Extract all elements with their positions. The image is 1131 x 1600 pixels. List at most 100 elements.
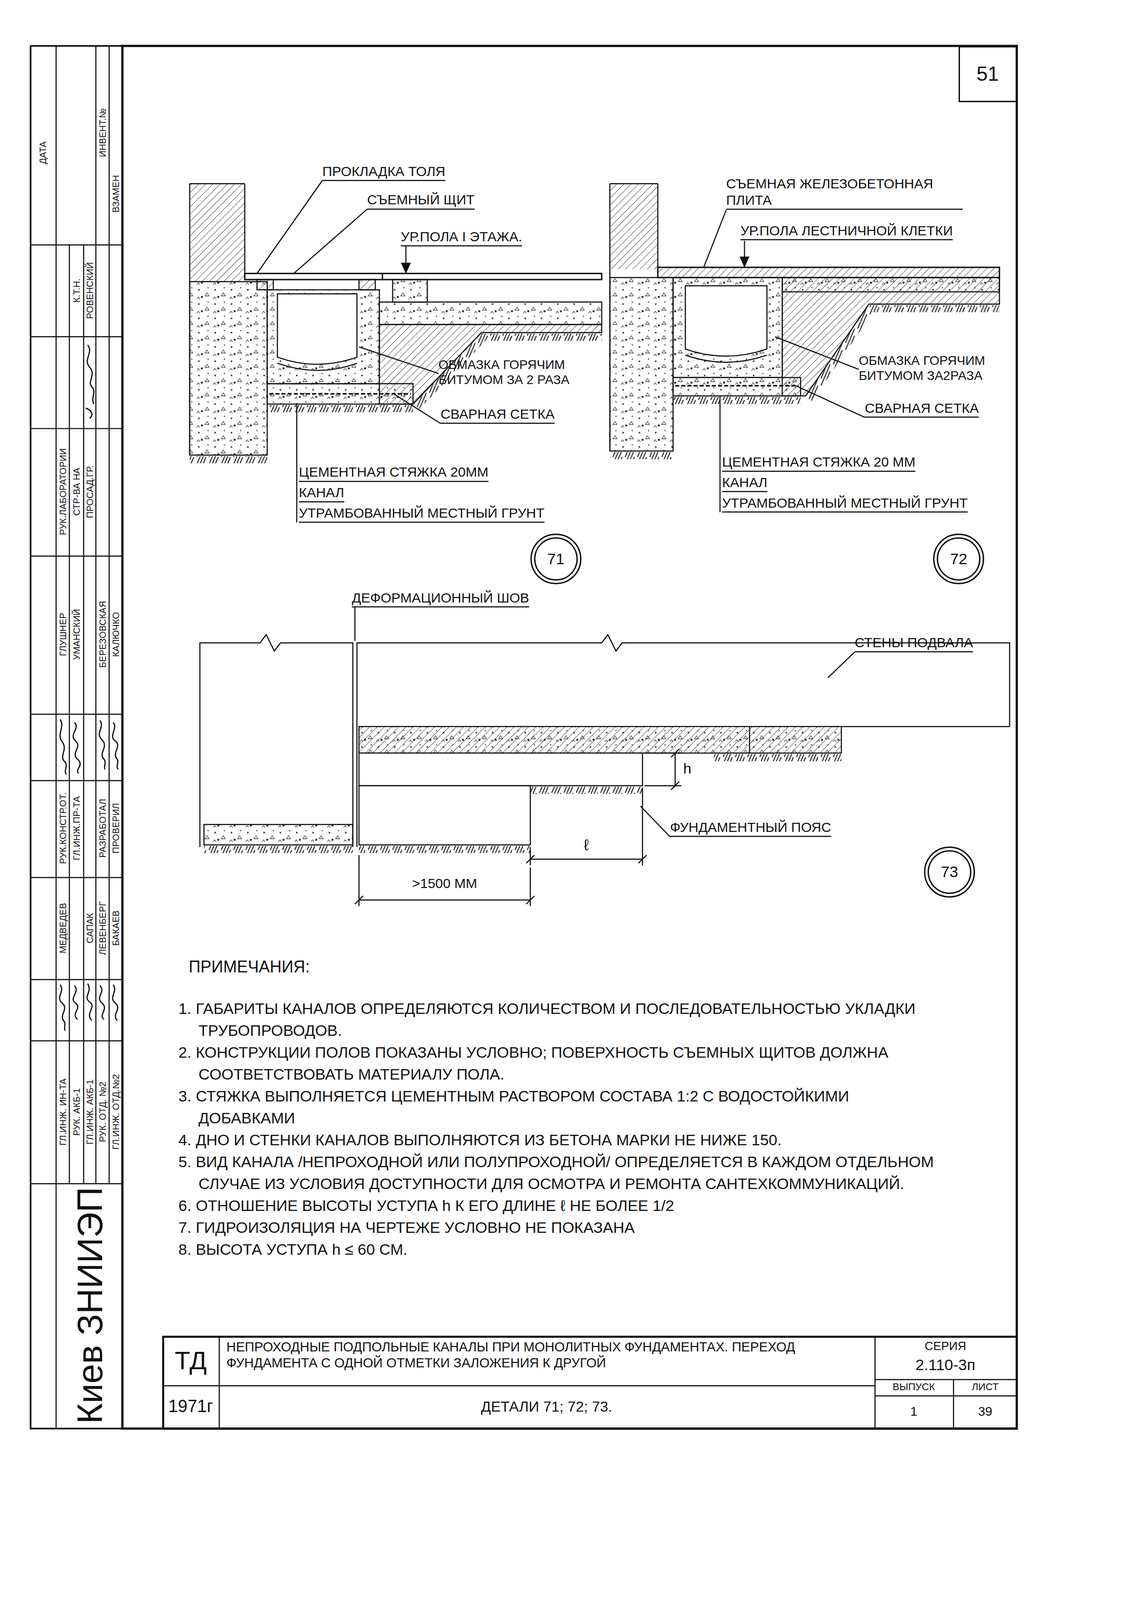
callout-label: ОБМАЗКА ГОРЯЧИМ БИТУМОМ ЗА2РАЗА	[858, 352, 1002, 384]
floor-base	[782, 277, 1000, 292]
label-underline	[440, 422, 555, 425]
node-text: 71	[547, 550, 565, 568]
node-text: 73	[940, 863, 959, 881]
label-underline	[298, 480, 489, 483]
callout-label: ℓ	[583, 835, 589, 854]
stamp-text: КАЛЮЧКО	[110, 612, 122, 657]
channel-cavity	[685, 285, 768, 356]
side-stamp-frame	[30, 46, 123, 1429]
note: 6. ОТНОШЕНИЕ ВЫСОТЫ УСТУПА h К ЕГО ДЛИНЕ…	[178, 1194, 936, 1217]
callout-label: СВАРНАЯ СЕТКА	[440, 405, 555, 423]
stamp-text: РАЗРАБОТАЛ	[97, 798, 109, 858]
label-underline	[854, 651, 974, 653]
label-underline	[726, 208, 963, 210]
label-underline	[721, 491, 768, 493]
detail-72	[609, 183, 1000, 513]
stamp-text: ПРОВЕРИЛ	[110, 803, 122, 854]
callout-label: СВАРНАЯ СЕТКА	[864, 399, 979, 417]
stamp-text: К.Т.Н.	[71, 278, 83, 303]
detail-callout-circle: 72	[933, 533, 985, 585]
brick-wall	[609, 183, 658, 270]
channel-cavity	[277, 293, 357, 364]
stamp-text: ПРОСАД.ГР.	[84, 465, 96, 519]
signature	[59, 983, 118, 1031]
foundation-concrete	[609, 277, 674, 452]
callout-label: >1500 ММ	[412, 875, 478, 892]
title-block-text: ДЕТАЛИ 71; 72; 73.	[481, 1397, 613, 1416]
title-block-text: 2.110-3п	[915, 1355, 976, 1375]
callout-label: h	[683, 759, 692, 778]
foundation-belt	[358, 726, 842, 753]
footing-step	[358, 785, 531, 846]
welded-mesh	[269, 393, 411, 395]
label-underline	[367, 208, 475, 210]
foundation-belt	[358, 726, 842, 753]
label-underline	[669, 835, 831, 837]
callout-label: УТРАМБОВАННЫЙ МЕСТНЫЙ ГРУНТ	[721, 494, 968, 512]
removable-panel	[244, 273, 383, 280]
label-underline	[298, 501, 345, 503]
stamp-text: БЕРЕЗОВСКАЯ	[97, 601, 109, 669]
stamp-text: УМАНСКИЙ	[71, 608, 83, 660]
level-arrow	[743, 240, 745, 260]
brick-wall	[189, 183, 245, 282]
wall-outline	[199, 634, 353, 847]
note: 7. ГИДРОИЗОЛЯЦИЯ НА ЧЕРТЕЖЕ УСЛОВНО НЕ П…	[178, 1216, 936, 1239]
stamp-text: ГЛ.ИНЖ. АКБ-1	[84, 1079, 96, 1145]
callout-label: ОБМАЗКА ГОРЯЧИМ БИТУМОМ ЗА 2 РАЗА	[438, 357, 597, 388]
stamp-text: РОВЕНСКИЙ	[84, 262, 96, 319]
callout-label: ЦЕМЕНТНАЯ СТЯЖКА 20ММ	[298, 463, 489, 481]
channel-base-slab	[673, 377, 801, 396]
institute-name: Киев ЗНИИЭП	[68, 1187, 111, 1425]
soil-hatch	[267, 404, 414, 413]
label-underline	[352, 606, 530, 608]
stamp-text: ЛЕВЕНБЕРГ	[97, 901, 109, 955]
panel-pad	[257, 279, 274, 290]
callout-label: СЪЕМНАЯ ЖЕЛЕЗОБЕТОННАЯ ПЛИТА	[726, 175, 963, 209]
floor-finish	[382, 273, 602, 280]
stamp-text: СТР-ВА НА	[71, 467, 83, 516]
stamp-text: ВЗАМЕН	[110, 175, 122, 213]
soil-hatch	[609, 451, 674, 460]
soil-hatch	[805, 305, 1000, 401]
title-block-text: СЕРИЯ	[924, 1338, 967, 1354]
channel-screed	[685, 355, 768, 363]
stamp-text: БАКАЕВ	[110, 910, 122, 946]
detail-73	[199, 607, 1010, 907]
sheet-frame	[122, 46, 1017, 1429]
wall-outline	[189, 183, 245, 456]
basement-wall	[357, 634, 1010, 847]
level-arrowhead	[740, 257, 749, 267]
note: 8. ВЫСОТА УСТУПА h ≤ 60 СМ.	[178, 1238, 936, 1261]
stamp-text: ГЛ.ИНЖ. ИН-ТА	[57, 1078, 69, 1146]
callout-label: СЪЕМНЫЙ ЩИТ	[367, 191, 475, 208]
title-block-grid	[163, 1336, 1017, 1429]
soil-hatch	[530, 786, 643, 794]
dimension-line	[644, 748, 682, 790]
channel-body	[267, 289, 380, 384]
footing-step	[358, 752, 643, 786]
title-block-text: 1971г	[168, 1395, 213, 1417]
dimension-line	[354, 855, 535, 907]
leader-line	[354, 607, 855, 837]
welded-mesh	[674, 384, 799, 387]
callout-label: ПРОКЛАДКА ТОЛЯ	[322, 163, 446, 180]
side-stamp-grid	[30, 46, 123, 1429]
detail-callout-circle: 71	[530, 533, 582, 585]
note: 2. КОНСТРУКЦИИ ПОЛОВ ПОКАЗАНЫ УСЛОВНО; П…	[178, 1041, 936, 1085]
label-underline	[721, 470, 916, 473]
notes-block: 1. ГАБАРИТЫ КАНАЛОВ ОПРЕДЕЛЯЮТСЯ КОЛИЧЕС…	[178, 997, 936, 1261]
sheet-number-box: 51	[958, 46, 1017, 103]
callout-label: УР.ПОЛА ЛЕСТНИЧНОЙ КЛЕТКИ	[740, 222, 954, 239]
soil-hatch	[673, 396, 801, 405]
channel-screed	[277, 363, 357, 371]
note: 5. ВИД КАНАЛА /НЕПРОХОДНОЙ ИЛИ ПОЛУПРОХО…	[178, 1150, 936, 1195]
channel-body	[673, 277, 783, 378]
label-underline	[322, 180, 446, 182]
soil-hatch	[358, 845, 531, 854]
label-underline	[721, 511, 968, 513]
node-text: 72	[949, 550, 968, 568]
callout-label: УР.ПОЛА I ЭТАЖА.	[400, 228, 523, 245]
detail-71	[189, 180, 602, 523]
